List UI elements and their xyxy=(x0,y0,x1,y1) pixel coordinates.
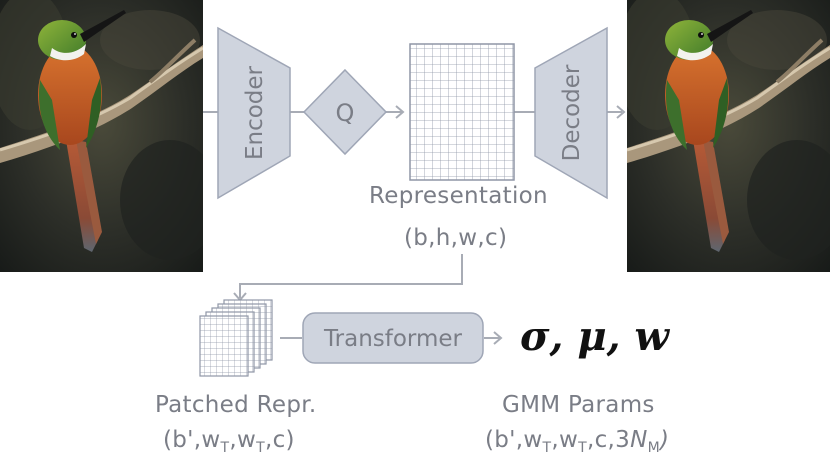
encoder-label: Encoder xyxy=(242,65,268,160)
output-image xyxy=(627,0,830,272)
quantizer-block xyxy=(302,68,388,156)
decoder-block xyxy=(534,26,608,200)
quantizer-label: Q xyxy=(336,99,355,127)
gmm-params-label: GMM Params xyxy=(502,392,655,418)
transformer-label: Transformer xyxy=(323,326,463,352)
connector-lines xyxy=(203,105,626,345)
encoder-block xyxy=(217,26,291,200)
gmm-symbols: σ, μ, w xyxy=(520,313,669,360)
transformer-block xyxy=(302,312,484,364)
patched-repr-label: Patched Repr. xyxy=(155,392,317,418)
representation-label: Representation xyxy=(369,183,548,209)
representation-shape-label: (b,h,w,c) xyxy=(404,225,508,251)
input-image xyxy=(0,0,203,272)
gmm-shape-label: (b',wT,wT,c,3NM) xyxy=(485,427,670,456)
patched-representation-stack xyxy=(199,299,273,377)
patched-shape-label: (b',wT,wT,c) xyxy=(163,427,295,456)
decoder-label: Decoder xyxy=(559,64,585,161)
